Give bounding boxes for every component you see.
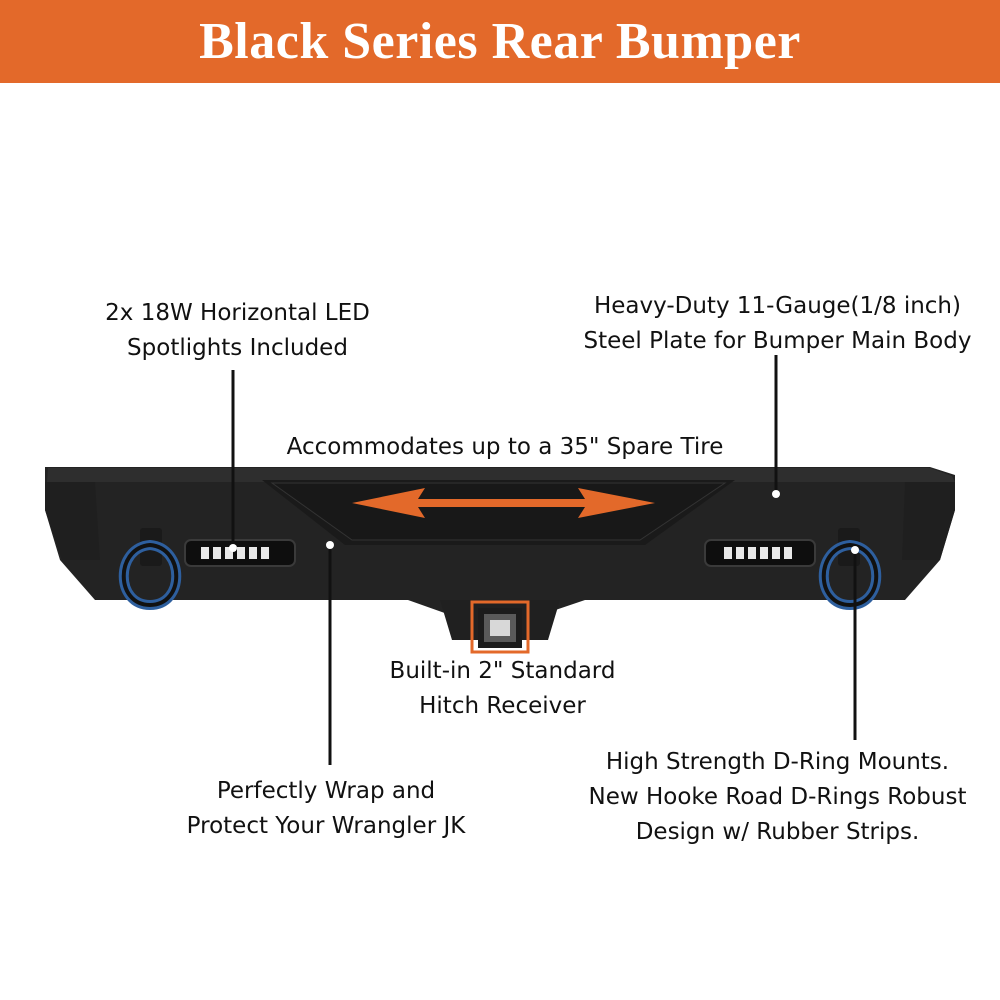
callout-led: 2x 18W Horizontal LED Spotlights Include… (60, 296, 415, 366)
callout-wrap-line1: Perfectly Wrap and (216, 778, 436, 804)
led-light-right (704, 539, 816, 567)
callout-dot-icon (326, 541, 334, 549)
d-ring-left (118, 528, 182, 611)
callout-wrap-line2: Protect Your Wrangler JK (186, 813, 466, 839)
hitch-highlight-box-icon (470, 600, 530, 654)
callout-dot-icon (772, 490, 780, 498)
callout-spare-tire-line1: Accommodates up to a 35" Spare Tire (286, 434, 724, 460)
callout-spare-tire: Accommodates up to a 35" Spare Tire (225, 430, 785, 465)
callout-steel-line2: Steel Plate for Bumper Main Body (583, 328, 972, 354)
callout-steel: Heavy-Duty 11-Gauge(1/8 inch) Steel Plat… (555, 289, 1000, 359)
callout-led-line1: 2x 18W Horizontal LED (105, 300, 370, 326)
callout-hitch: Built-in 2" Standard Hitch Receiver (350, 654, 655, 724)
page-title: Black Series Rear Bumper (199, 13, 801, 70)
bumper-right-end (902, 482, 955, 560)
hitch-receiver (478, 608, 522, 648)
callout-wrap: Perfectly Wrap and Protect Your Wrangler… (150, 774, 502, 844)
callout-hitch-line2: Hitch Receiver (419, 693, 586, 719)
callout-dring-line3: Design w/ Rubber Strips. (635, 819, 920, 845)
callout-steel-line1: Heavy-Duty 11-Gauge(1/8 inch) (593, 293, 961, 319)
callout-hitch-line1: Built-in 2" Standard (389, 658, 616, 684)
callout-led-line2: Spotlights Included (127, 335, 348, 361)
callout-dot-icon (851, 546, 859, 554)
led-light-left (184, 539, 296, 567)
header-banner: Black Series Rear Bumper (0, 0, 1000, 83)
bumper-left-end (45, 482, 100, 560)
callout-dring: High Strength D-Ring Mounts. New Hooke R… (555, 745, 1000, 850)
callout-dot-icon (229, 544, 237, 552)
callout-dring-line2: New Hooke Road D-Rings Robust (588, 784, 967, 810)
double-arrow-icon (352, 488, 655, 518)
callout-dring-line1: High Strength D-Ring Mounts. (605, 749, 950, 775)
bumper-top-face (47, 468, 955, 482)
